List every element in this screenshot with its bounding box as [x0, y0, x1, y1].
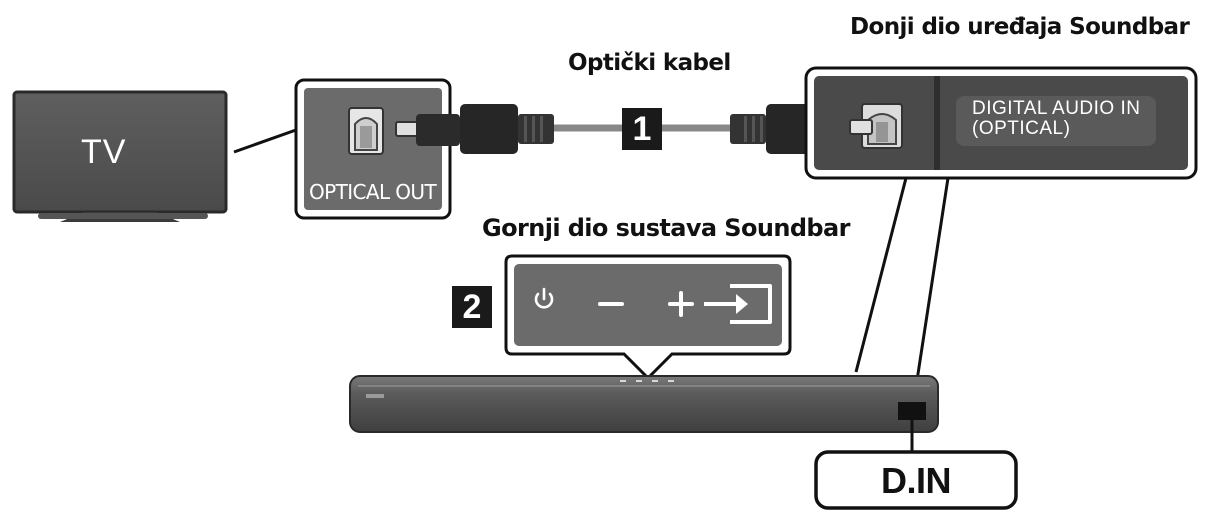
digital-audio-label-line2: (OPTICAL) — [972, 118, 1071, 139]
bottom-callout-pointer — [854, 176, 950, 401]
soundbar-bottom-panel — [804, 66, 1198, 180]
digital-audio-label-line1: DIGITAL AUDIO IN — [972, 98, 1141, 119]
step-2-badge — [452, 286, 492, 328]
soundbar-body — [349, 375, 939, 433]
input-source-icon — [704, 284, 772, 324]
tv-label: TV — [81, 133, 127, 171]
tv-icon — [12, 90, 228, 222]
d-in-label: D.IN — [881, 460, 952, 501]
plus-icon — [668, 291, 694, 317]
power-icon — [534, 287, 554, 309]
soundbar-top-panel — [504, 254, 792, 381]
tv-callout-pointer — [233, 127, 298, 186]
step-2-number: 2 — [462, 288, 482, 326]
optical-port-icon — [861, 103, 903, 149]
soundbar-bottom-label: Donji dio uređaja Soundbar — [850, 14, 1190, 40]
step-1-number: 1 — [632, 110, 652, 148]
cable-label: Optički kabel — [568, 50, 731, 76]
optical-plug-icon — [395, 104, 554, 154]
optical-plug-tip — [849, 119, 873, 135]
step-1-badge — [622, 108, 662, 150]
soundbar-top-label: Gornji dio sustava Soundbar — [482, 214, 850, 242]
optical-port-icon — [348, 107, 384, 155]
d-in-box — [814, 450, 1018, 510]
optical-out-label: OPTICAL OUT — [309, 180, 437, 204]
